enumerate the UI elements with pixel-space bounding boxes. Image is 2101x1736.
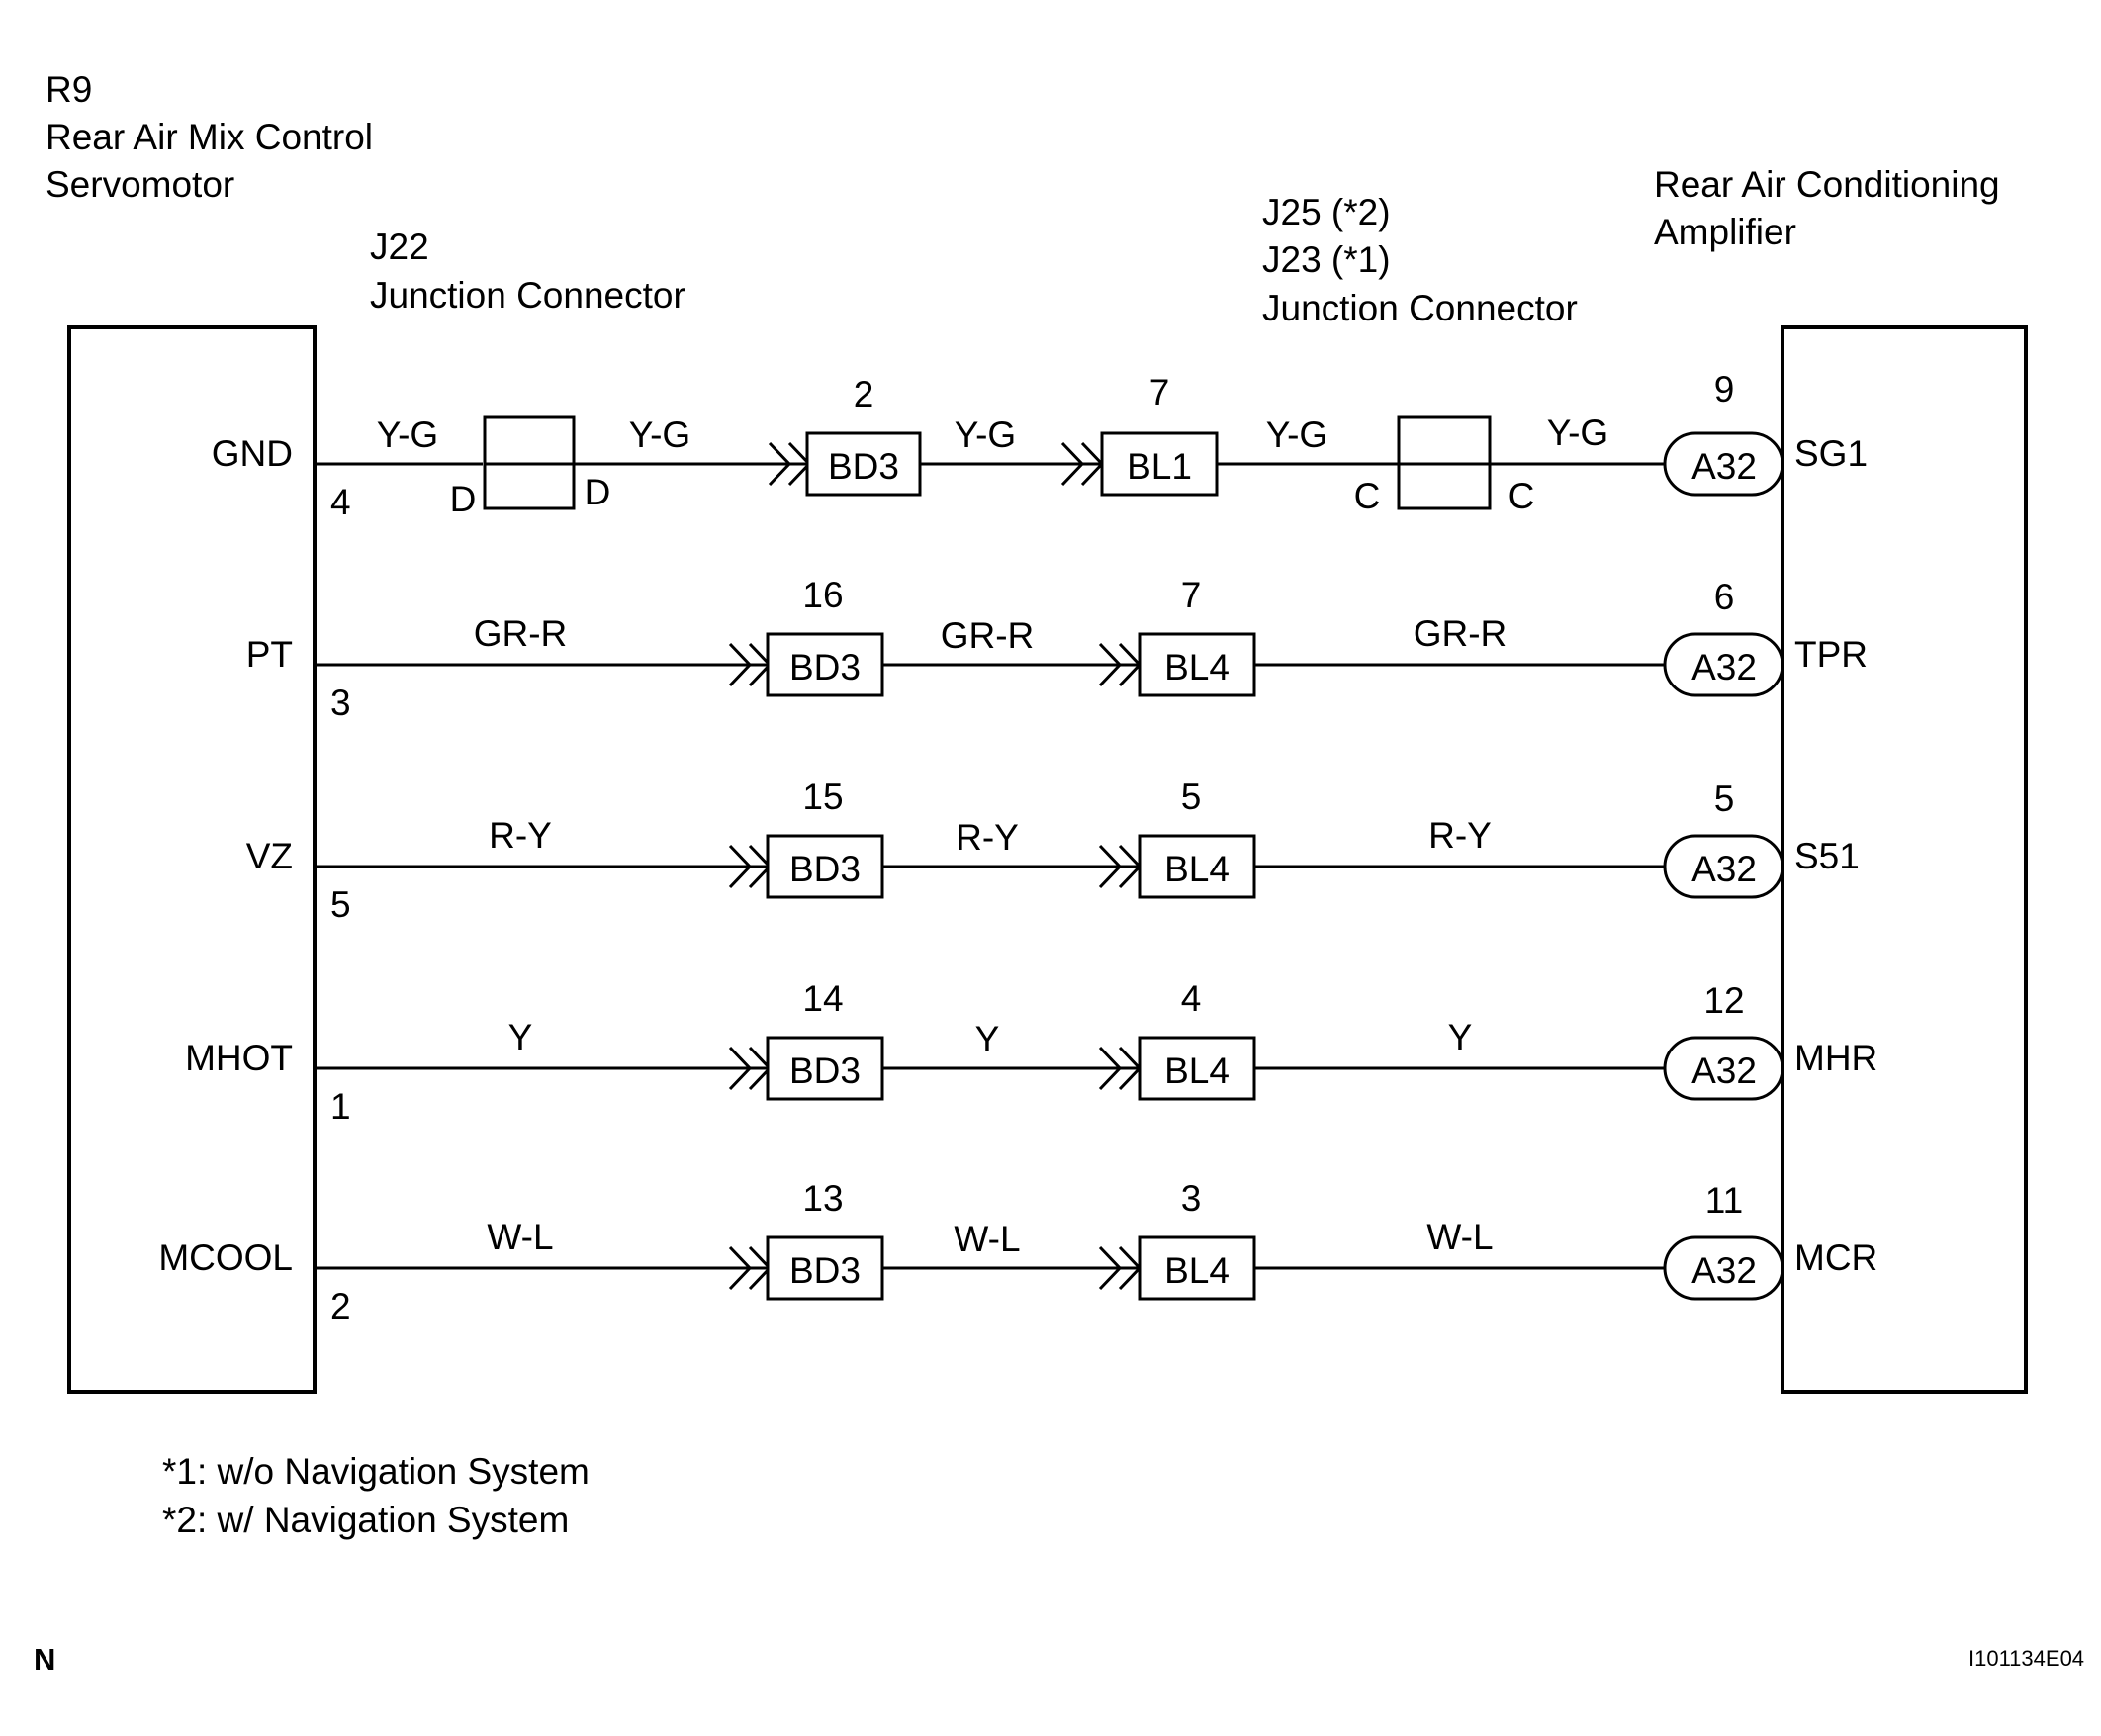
connector1-1-box: [766, 632, 884, 697]
wire-color-1-2: GR-R: [1414, 613, 1507, 654]
connector2-2-box: [1138, 834, 1256, 899]
connector2-4-label: BL4: [1164, 1250, 1230, 1291]
wire-color-3-1: Y: [975, 1019, 1000, 1059]
wire-color-0-3: Y-G: [1266, 414, 1327, 455]
amp-connector-label-4: A32: [1691, 1250, 1757, 1291]
wire-color-0-4: Y-G: [1547, 412, 1608, 453]
connector2-pin-0: 7: [1149, 372, 1170, 412]
junction-left-name: Junction Connector: [370, 275, 685, 316]
junction-right-terminal-in: C: [1354, 476, 1381, 516]
left-terminal-2: VZ: [246, 836, 293, 876]
left-terminal-0: GND: [212, 433, 293, 474]
connector1-2-box: [766, 834, 884, 899]
left-pin-4: 2: [330, 1286, 351, 1326]
amp-connector-label-1: A32: [1691, 647, 1757, 687]
servomotor-box: [67, 325, 317, 1394]
wire-color-2-1: R-Y: [956, 817, 1019, 858]
amp-terminal-0: SG1: [1794, 433, 1868, 474]
wire-color-4-0: W-L: [487, 1217, 553, 1257]
connector1-0-label: BD3: [828, 446, 899, 487]
connector2-4-box: [1138, 1235, 1256, 1301]
amp-pin-4: 11: [1705, 1180, 1743, 1221]
connector2-1-box: [1138, 632, 1256, 697]
amp-pin-2: 5: [1714, 778, 1735, 819]
connector2-0-label: BL1: [1127, 446, 1192, 487]
wire-color-1-0: GR-R: [474, 613, 568, 654]
figure-id: I101134E04: [1968, 1646, 2084, 1671]
junction-right-terminal-out: C: [1508, 476, 1535, 516]
connector1-4-box: [766, 1235, 884, 1301]
left-terminal-1: PT: [246, 634, 293, 675]
junction-left-terminal-out: D: [585, 472, 611, 512]
connector2-pin-2: 5: [1181, 777, 1202, 817]
note-1: *1: w/o Navigation System: [162, 1451, 590, 1492]
connector2-3-label: BL4: [1164, 1051, 1230, 1091]
connector1-pin-3: 14: [802, 978, 843, 1019]
connector1-4-label: BD3: [789, 1250, 861, 1291]
corner-mark: N: [34, 1642, 55, 1677]
wire-color-4-1: W-L: [954, 1219, 1020, 1259]
connector2-0-box: [1100, 431, 1219, 497]
connector2-pin-4: 3: [1181, 1178, 1202, 1219]
connector1-0-box: [805, 431, 922, 497]
right-component-name-2: Amplifier: [1654, 212, 1796, 252]
junction-left-id: J22: [370, 227, 429, 267]
wire-color-2-0: R-Y: [489, 815, 552, 856]
left-pin-1: 3: [330, 683, 351, 723]
wire-color-3-2: Y: [1448, 1017, 1473, 1057]
connector1-pin-1: 16: [802, 575, 843, 615]
right-component-name-1: Rear Air Conditioning: [1654, 164, 2000, 205]
connector1-pin-0: 2: [854, 374, 874, 414]
junction-right-id-1: J25 (*2): [1262, 192, 1391, 232]
connector1-3-box: [766, 1036, 884, 1101]
note-2: *2: w/ Navigation System: [162, 1500, 569, 1540]
amp-connector-label-0: A32: [1691, 446, 1757, 487]
amp-terminal-1: TPR: [1794, 634, 1868, 675]
amp-pin-1: 6: [1714, 577, 1735, 617]
wire-color-4-2: W-L: [1426, 1217, 1493, 1257]
left-component-name-1: Rear Air Mix Control: [46, 117, 373, 157]
amp-pin-0: 9: [1714, 369, 1735, 410]
junction-right-id-2: J23 (*1): [1262, 239, 1391, 280]
junction-right-name: Junction Connector: [1262, 288, 1578, 328]
left-pin-3: 1: [330, 1086, 351, 1127]
amp-terminal-3: MHR: [1794, 1038, 1877, 1078]
left-pin-2: 5: [330, 884, 351, 925]
connector2-pin-3: 4: [1181, 978, 1202, 1019]
connector1-1-label: BD3: [789, 647, 861, 687]
connector2-1-label: BL4: [1164, 647, 1230, 687]
amp-pin-3: 12: [1703, 980, 1744, 1021]
wire-color-2-2: R-Y: [1428, 815, 1492, 856]
connector2-pin-1: 7: [1181, 575, 1202, 615]
junction-left-terminal-in: D: [450, 479, 477, 519]
left-component-name-2: Servomotor: [46, 164, 234, 205]
wire-color-0-2: Y-G: [955, 414, 1016, 455]
left-pin-0: 4: [330, 482, 351, 522]
connector1-pin-4: 13: [802, 1178, 843, 1219]
left-terminal-3: MHOT: [185, 1038, 293, 1078]
connector2-2-label: BL4: [1164, 849, 1230, 889]
wire-color-0-0: Y-G: [377, 414, 438, 455]
wire-color-1-1: GR-R: [941, 615, 1035, 656]
amp-terminal-2: S51: [1794, 836, 1860, 876]
amp-connector-label-2: A32: [1691, 849, 1757, 889]
amp-connector-label-3: A32: [1691, 1051, 1757, 1091]
amp-terminal-4: MCR: [1794, 1237, 1877, 1278]
wire-color-0-1: Y-G: [629, 414, 690, 455]
left-terminal-4: MCOOL: [158, 1237, 293, 1278]
connector1-3-label: BD3: [789, 1051, 861, 1091]
left-component-id: R9: [46, 69, 92, 110]
wire-color-3-0: Y: [508, 1017, 533, 1057]
connector1-2-label: BD3: [789, 849, 861, 889]
connector1-pin-2: 15: [802, 777, 843, 817]
